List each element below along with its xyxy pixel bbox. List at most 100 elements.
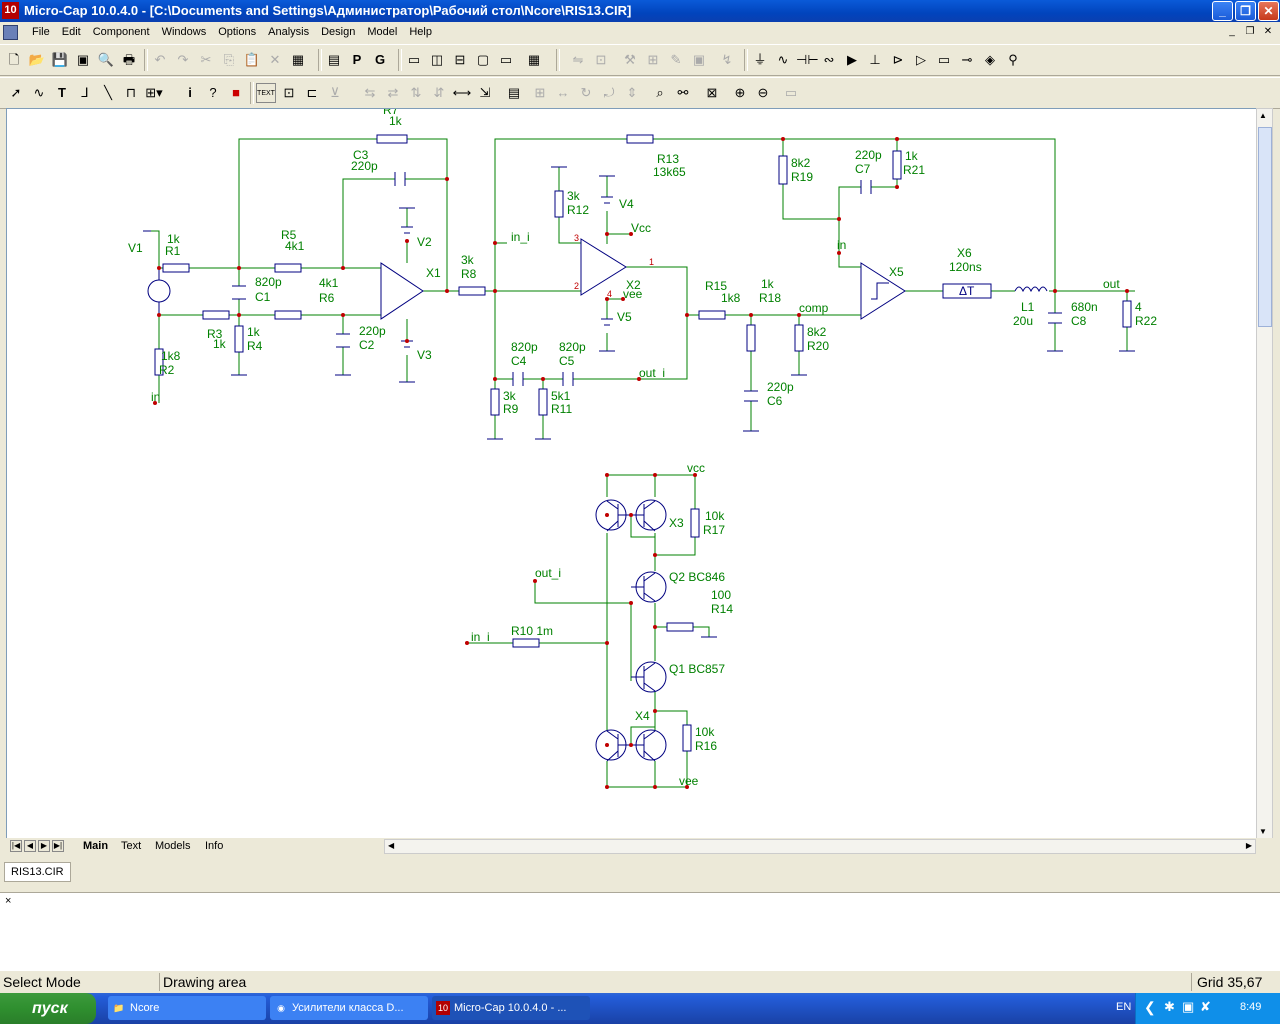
flip-c-icon[interactable]: ⇅ <box>410 85 422 100</box>
menu-edit[interactable]: Edit <box>61 26 81 38</box>
window-icon[interactable]: ▢ <box>476 52 490 67</box>
tool-c-icon[interactable]: ⚒ <box>624 52 636 67</box>
select-arrow-icon[interactable]: ➚ <box>10 85 22 100</box>
probe-p-icon[interactable]: P <box>352 52 362 67</box>
tray-network-icon[interactable]: ▣ <box>1182 999 1195 1014</box>
mdi-restore-icon[interactable]: ❐ <box>1245 26 1255 37</box>
zoom-out-icon[interactable]: ⊖ <box>757 85 769 100</box>
cascade-icon[interactable]: ▭ <box>407 52 421 67</box>
first-tab-icon[interactable]: |◀ <box>10 840 22 852</box>
mdi-minimize-icon[interactable]: _ <box>1229 26 1235 37</box>
schematic-svg[interactable]: R7 1k C3 220p V1 1k R1 R5 4k1 820p C1 4k… <box>7 103 1256 839</box>
menu-file[interactable]: File <box>32 26 50 38</box>
horizontal-scrollbar[interactable]: ◀ ▶ <box>384 839 1256 854</box>
stop-icon[interactable]: ■ <box>232 85 240 100</box>
close-pane-icon[interactable]: × <box>5 895 12 907</box>
tool-g-icon[interactable]: ↯ <box>721 52 733 67</box>
opamp-icon[interactable]: ▷ <box>916 52 926 67</box>
line-icon[interactable]: ⟷ <box>452 85 472 100</box>
language-indicator[interactable]: EN <box>1116 1001 1132 1013</box>
show-text-icon[interactable]: TEXT <box>256 83 276 103</box>
schematic-icon[interactable]: ▤ <box>327 52 341 67</box>
battery-icon[interactable]: ⊥ <box>869 52 881 67</box>
align-icon[interactable]: ⊞ <box>534 85 546 100</box>
probe-icon[interactable]: ◈ <box>985 52 995 67</box>
scroll-down-icon[interactable]: ▼ <box>1259 827 1267 836</box>
probe-dim-icon[interactable]: ⊻ <box>330 85 340 100</box>
task-ncore[interactable]: 📁Ncore <box>108 996 266 1020</box>
shapes-icon[interactable]: ⊞▾ <box>145 85 163 100</box>
tray-security-icon[interactable]: ✘ <box>1200 999 1211 1014</box>
tab-text[interactable]: Text <box>121 840 142 852</box>
grid-g-icon[interactable]: G <box>374 52 386 67</box>
paste-icon[interactable]: 📋 <box>243 52 261 67</box>
rotate-icon[interactable]: ↻ <box>580 85 592 100</box>
shape-editor-icon[interactable]: ⊠ <box>706 85 718 100</box>
binoculars-icon[interactable]: ⚯ <box>677 85 689 100</box>
help-icon[interactable]: ? <box>209 85 217 100</box>
scroll-up-icon[interactable]: ▲ <box>1259 111 1267 120</box>
npn-icon[interactable]: ⊳ <box>892 52 904 67</box>
wave-icon[interactable]: ∿ <box>33 85 45 100</box>
tab-main[interactable]: Main <box>83 840 109 852</box>
maximize-button[interactable]: ❐ <box>1235 1 1256 21</box>
vertical-scrollbar[interactable]: ▲ ▼ <box>1256 108 1273 839</box>
tool-d-icon[interactable]: ⊞ <box>647 52 659 67</box>
macro-icon[interactable]: ▭ <box>937 52 951 67</box>
menu-analysis[interactable]: Analysis <box>268 26 310 38</box>
calculator-icon[interactable]: ▦ <box>527 52 541 67</box>
scroll-thumb[interactable] <box>1258 127 1272 327</box>
flip-d-icon[interactable]: ⇵ <box>433 85 445 100</box>
info-icon[interactable]: i <box>188 85 192 100</box>
text-tool-icon[interactable]: T <box>58 85 66 100</box>
scroll-left-icon[interactable]: ◀ <box>388 841 395 850</box>
menu-windows[interactable]: Windows <box>161 26 207 38</box>
flip-a-icon[interactable]: ⇆ <box>364 85 376 100</box>
next-tab-icon[interactable]: ▶ <box>38 840 50 852</box>
menu-model[interactable]: Model <box>367 26 398 38</box>
minimize-button[interactable]: _ <box>1212 1 1233 21</box>
switch-icon[interactable]: ⊸ <box>961 52 973 67</box>
print-icon[interactable]: 🖶 <box>122 52 136 67</box>
capacitor-icon[interactable]: ⊣⊢ <box>796 52 819 67</box>
resistor-icon[interactable]: ∿ <box>777 52 789 67</box>
mirror-icon[interactable]: ↔ <box>556 85 570 100</box>
tool-a-icon[interactable]: ⇋ <box>572 52 584 67</box>
task-firefox[interactable]: ◉Усилители класса D... <box>270 996 428 1020</box>
menu-design[interactable]: Design <box>321 26 356 38</box>
tool-e-icon[interactable]: ✎ <box>670 52 682 67</box>
node-numbers-icon[interactable]: ⊡ <box>283 85 295 100</box>
start-button[interactable]: пуск <box>0 993 96 1024</box>
menu-component[interactable]: Component <box>92 26 150 38</box>
last-tab-icon[interactable]: ▶| <box>52 840 64 852</box>
tool-b-icon[interactable]: ⊡ <box>595 52 607 67</box>
cursor-icon[interactable]: ⇲ <box>479 85 491 100</box>
zoom-in-icon[interactable]: ⊕ <box>734 85 746 100</box>
tab-info[interactable]: Info <box>205 840 224 852</box>
undo-icon[interactable]: ↶ <box>154 52 166 67</box>
wire-icon[interactable]: ⅃ <box>81 85 89 100</box>
redo-icon[interactable]: ↷ <box>177 52 189 67</box>
pin-icon[interactable]: ⊏ <box>306 85 318 100</box>
find-icon[interactable]: ⌕ <box>656 85 664 100</box>
maximize-window-icon[interactable]: ▭ <box>499 52 513 67</box>
flip-b-icon[interactable]: ⇄ <box>387 85 399 100</box>
properties-icon[interactable]: ▤ <box>507 85 521 100</box>
new-file-icon[interactable]: 🗋 <box>8 52 20 67</box>
inductor-icon[interactable]: ∾ <box>823 52 835 67</box>
close-button[interactable]: ✕ <box>1258 1 1279 21</box>
diode-icon[interactable]: ▶ <box>847 52 857 67</box>
menu-help[interactable]: Help <box>409 26 432 38</box>
step-icon[interactable]: ⤾ <box>603 85 615 100</box>
tool-f-icon[interactable]: ▣ <box>692 52 706 67</box>
tile-horizontal-icon[interactable]: ⊟ <box>454 52 466 67</box>
tile-vertical-icon[interactable]: ◫ <box>430 52 444 67</box>
print-preview-icon[interactable]: 🔍 <box>97 52 115 67</box>
mirror-v-icon[interactable]: ⇕ <box>626 85 638 100</box>
camera-icon[interactable]: ▭ <box>784 85 798 100</box>
delete-icon[interactable]: ✕ <box>269 52 281 67</box>
scroll-right-icon[interactable]: ▶ <box>1245 841 1252 850</box>
prev-tab-icon[interactable]: ◀ <box>24 840 36 852</box>
mdi-close-icon[interactable]: ✕ <box>1263 26 1273 37</box>
